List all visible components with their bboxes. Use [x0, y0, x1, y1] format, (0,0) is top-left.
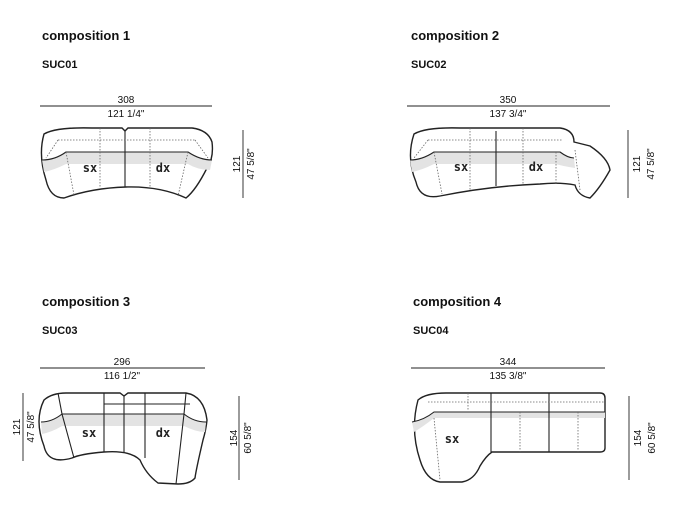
width-in: 116 1/2": [104, 371, 141, 382]
module-label: dx: [156, 426, 170, 440]
composition-4: composition 4 SUC04 344 135 3/8" sx 154 …: [411, 294, 658, 483]
composition-code: SUC02: [411, 59, 446, 71]
width-in: 135 3/8": [490, 371, 527, 382]
depth-in: 47 5/8": [246, 148, 257, 180]
sofa-drawing: sx dx: [40, 127, 214, 199]
width-cm: 296: [114, 357, 131, 368]
composition-code: SUC01: [42, 59, 77, 71]
width-cm: 350: [500, 95, 517, 106]
composition-code: SUC04: [413, 325, 449, 337]
depth-cm: 121: [232, 155, 243, 172]
depth-cm: 154: [229, 429, 240, 446]
module-label: sx: [82, 426, 96, 440]
depth-in: 60 5/8": [647, 422, 658, 454]
sofa-drawing: sx dx: [38, 392, 208, 485]
composition-3: composition 3 SUC03 296 116 1/2" 121 47 …: [12, 294, 254, 485]
module-label: sx: [445, 432, 459, 446]
composition-title: composition 2: [411, 28, 499, 43]
module-label: sx: [454, 160, 468, 174]
composition-code: SUC03: [42, 325, 77, 337]
sofa-drawing: sx: [411, 392, 606, 483]
left-depth-cm: 121: [12, 418, 23, 435]
width-cm: 308: [118, 95, 135, 106]
composition-2: composition 2 SUC02 350 137 3/4" sx dx 1…: [407, 28, 657, 199]
composition-title: composition 4: [413, 294, 502, 309]
module-label: dx: [156, 161, 170, 175]
depth-in: 60 5/8": [243, 422, 254, 454]
composition-title: composition 3: [42, 294, 130, 309]
composition-1: composition 1 SUC01 308 121 1/4" sx dx 1…: [40, 28, 257, 199]
sofa-drawing: sx dx: [409, 127, 611, 199]
depth-cm: 121: [632, 155, 643, 172]
left-depth-in: 47 5/8": [26, 411, 37, 443]
depth-cm: 154: [633, 429, 644, 446]
width-in: 121 1/4": [108, 109, 145, 120]
module-label: dx: [529, 160, 543, 174]
module-label: sx: [83, 161, 97, 175]
width-in: 137 3/4": [490, 109, 527, 120]
width-cm: 344: [500, 357, 517, 368]
composition-title: composition 1: [42, 28, 130, 43]
depth-in: 47 5/8": [646, 148, 657, 180]
